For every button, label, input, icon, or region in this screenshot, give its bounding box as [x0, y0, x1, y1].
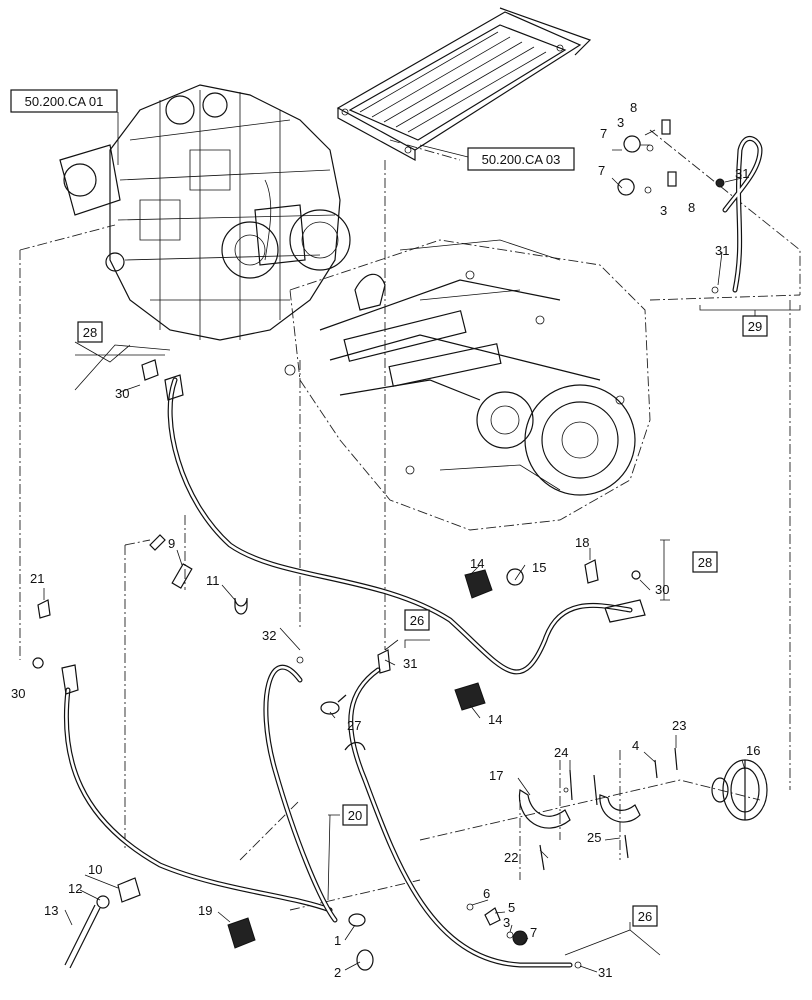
callout-11: 11: [206, 573, 220, 588]
boxed-label-26-upper[interactable]: 26: [404, 609, 430, 631]
callout-32: 32: [262, 628, 276, 643]
callout-6: 6: [483, 886, 490, 901]
callout-14: 14: [470, 556, 484, 571]
boxed-label-28-right[interactable]: 28: [692, 551, 718, 573]
callout-8: 8: [688, 200, 695, 215]
reference-engine-label: 50.200.CA 01: [25, 94, 104, 109]
reference-radiator[interactable]: 50.200.CA 03: [467, 147, 575, 171]
boxed-label-text: 28: [83, 325, 97, 340]
radiator-assembly: [336, 7, 592, 162]
callout-3: 3: [503, 915, 510, 930]
callout-7: 7: [530, 925, 537, 940]
small-parts: [32, 119, 768, 971]
callout-24: 24: [554, 745, 568, 760]
callout-3: 3: [660, 203, 667, 218]
chassis-assembly: [289, 239, 651, 531]
construction-lines: [19, 129, 801, 911]
fuel-filter: [711, 759, 768, 821]
callout-10: 10: [88, 862, 102, 877]
boxed-label-29[interactable]: 29: [742, 315, 768, 337]
callout-31: 31: [735, 166, 749, 181]
callout-25: 25: [587, 830, 601, 845]
callout-12: 12: [68, 881, 82, 896]
callout-4: 4: [632, 738, 639, 753]
reference-engine[interactable]: 50.200.CA 01: [10, 89, 118, 113]
boxed-label-text: 26: [638, 909, 652, 924]
boxed-label-text: 20: [348, 808, 362, 823]
callout-7: 7: [598, 163, 605, 178]
callout-30: 30: [115, 386, 129, 401]
leader-lines: [43, 112, 801, 973]
hose-lines: [63, 136, 763, 968]
callout-31: 31: [403, 656, 417, 671]
callout-7: 7: [600, 126, 607, 141]
boxed-label-26-lower[interactable]: 26: [632, 905, 658, 927]
boxed-label-text: 28: [698, 555, 712, 570]
callout-18: 18: [575, 535, 589, 550]
callout-3: 3: [617, 115, 624, 130]
callout-numbers: 8 7 3 7 3 8 31 31 30 9 11 21 30 14 15 18…: [11, 100, 760, 980]
boxed-label-text: 26: [410, 613, 424, 628]
callout-2: 2: [334, 965, 341, 980]
callout-31: 31: [715, 243, 729, 258]
boxed-label-28-upper[interactable]: 28: [77, 321, 103, 343]
callout-16: 16: [746, 743, 760, 758]
callout-14: 14: [488, 712, 502, 727]
callout-9: 9: [168, 536, 175, 551]
callout-5: 5: [508, 900, 515, 915]
boxed-label-20[interactable]: 20: [342, 804, 368, 826]
callout-31: 31: [598, 965, 612, 980]
callout-23: 23: [672, 718, 686, 733]
engine-assembly: [59, 84, 351, 376]
callout-30: 30: [11, 686, 25, 701]
callout-13: 13: [44, 903, 58, 918]
callout-22: 22: [504, 850, 518, 865]
callout-17: 17: [489, 768, 503, 783]
reference-radiator-label: 50.200.CA 03: [482, 152, 561, 167]
boxed-label-text: 29: [748, 319, 762, 334]
callout-30: 30: [655, 582, 669, 597]
callout-1: 1: [334, 933, 341, 948]
callout-27: 27: [347, 718, 361, 733]
callout-15: 15: [532, 560, 546, 575]
callout-21: 21: [30, 571, 44, 586]
callout-8: 8: [630, 100, 637, 115]
callout-19: 19: [198, 903, 212, 918]
